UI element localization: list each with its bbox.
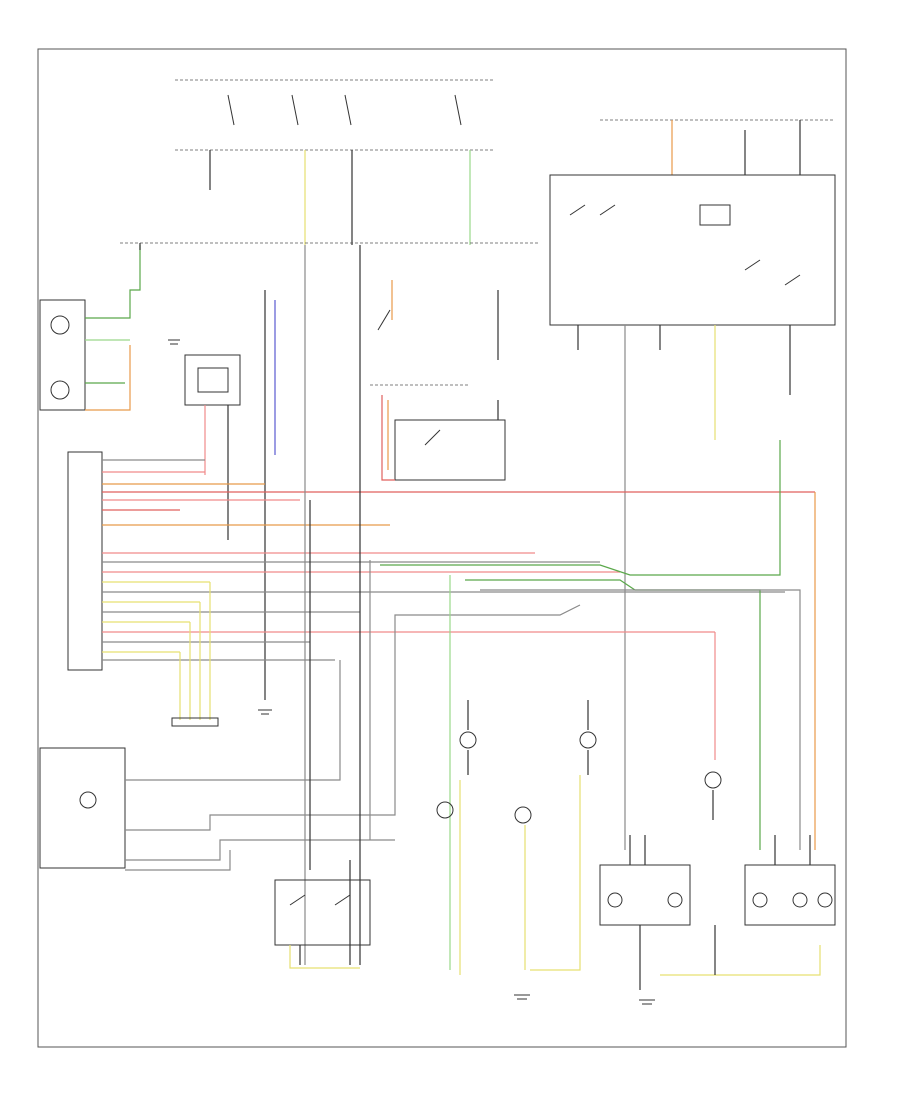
lamp-symbol — [817, 892, 833, 908]
dimmer-module — [184, 290, 276, 700]
right-lower-lamp-clusters — [599, 492, 836, 990]
lamp-symbol — [752, 892, 768, 908]
combination-switch — [39, 604, 581, 871]
ground-symbol — [168, 339, 180, 345]
lamp-symbol — [579, 731, 597, 749]
license-lamps — [39, 243, 141, 411]
lower-switch-box — [274, 879, 371, 969]
lamp-symbol — [436, 801, 454, 819]
lamp-control-connector — [67, 451, 815, 671]
lamp-symbol — [50, 315, 70, 335]
top-left-fuse-bus — [120, 79, 540, 245]
center-vertical-wires — [304, 245, 371, 965]
yellow-ground-drops — [171, 582, 219, 727]
lamp-symbol — [667, 892, 683, 908]
lamp-symbol — [607, 892, 623, 908]
lamp-symbol — [704, 771, 722, 789]
headlight-switch-module — [549, 174, 836, 326]
ground-symbol — [258, 709, 272, 715]
diagram-frame — [37, 48, 847, 1048]
connector-symbol — [67, 451, 103, 671]
top-right-fuse-box — [549, 119, 836, 850]
lamp-symbol — [50, 380, 70, 400]
lamp-symbol — [792, 892, 808, 908]
lamp-symbol — [514, 806, 532, 824]
lamp-symbol — [459, 731, 477, 749]
ground-symbol — [514, 994, 655, 1005]
brake-light-switch — [370, 280, 506, 481]
lower-center-lamps — [436, 700, 597, 975]
center-green-bus — [380, 440, 801, 970]
ground-symbol — [171, 717, 219, 727]
